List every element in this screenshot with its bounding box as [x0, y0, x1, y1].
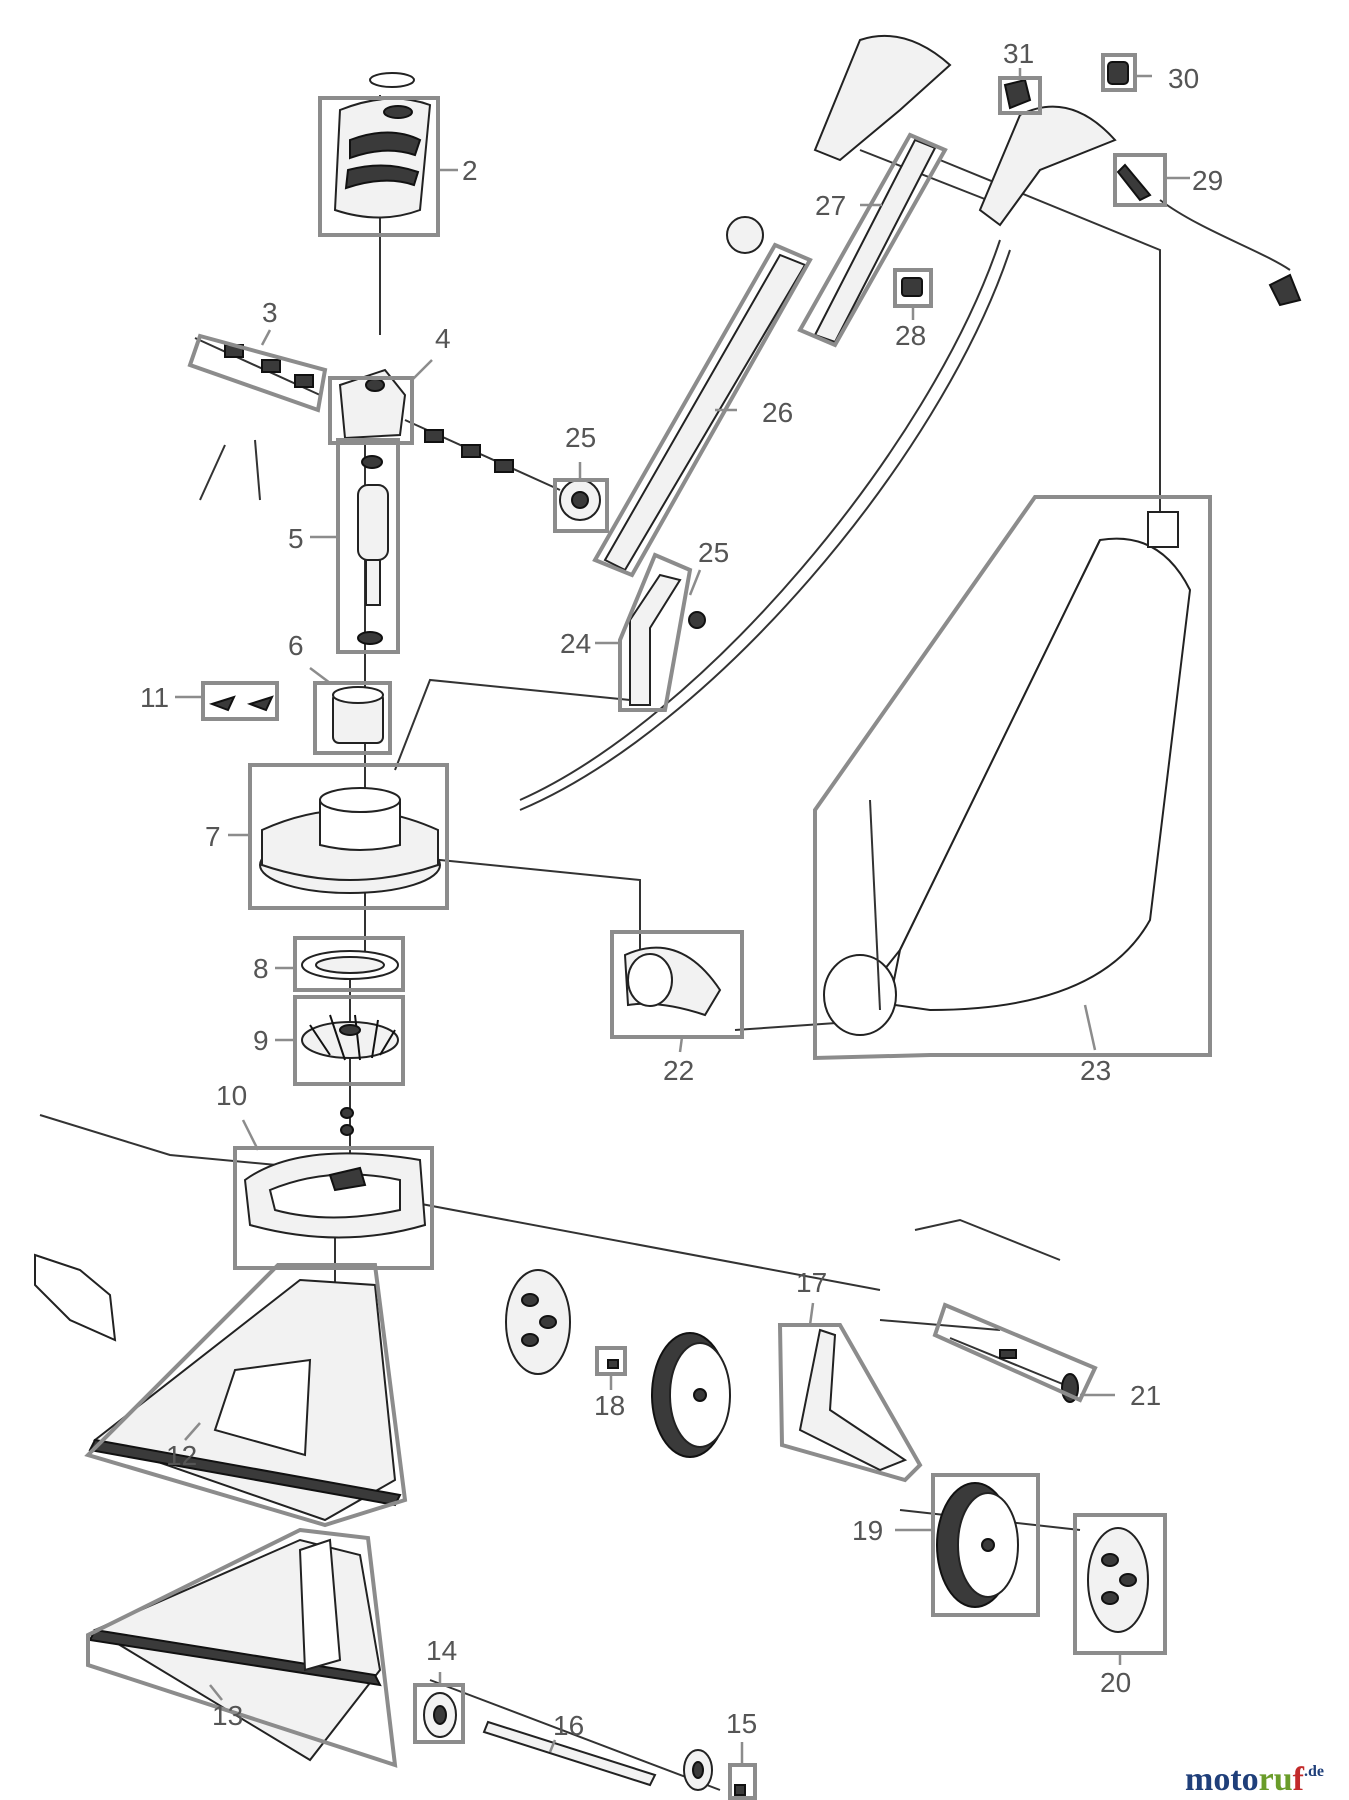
callout-box-29: [1113, 153, 1167, 207]
callout-box-24: [618, 552, 693, 712]
callout-box-2: [318, 96, 440, 237]
part-11-clips: [208, 695, 274, 712]
label-27: 27: [815, 190, 846, 221]
part-25-knobs: [559, 479, 706, 629]
callout-box-3: [187, 333, 328, 413]
part-26-middle-tube: [603, 216, 807, 572]
label-23: 23: [1080, 1055, 1111, 1086]
label-13: 13: [212, 1700, 243, 1731]
label-3: 3: [262, 297, 278, 328]
label-12: 12: [166, 1440, 197, 1471]
callout-box-4: [328, 376, 414, 445]
label-30: 30: [1168, 63, 1199, 94]
callout-box-10: [233, 1146, 434, 1270]
svg-text:motoruf.de: motoruf.de: [1185, 1761, 1324, 1798]
callout-box-23: [813, 495, 1212, 1061]
callout-box-5: [336, 438, 400, 654]
callout-box-17: [777, 1323, 923, 1483]
callout-box-11: [201, 681, 279, 721]
watermark-tld: .de: [1304, 1763, 1324, 1780]
part-13-lower-frame: [88, 1538, 382, 1762]
part-6-sleeve: [332, 686, 384, 744]
part-18-wheel-cap: [505, 1269, 619, 1375]
label-19: 19: [852, 1515, 883, 1546]
label-28: 28: [895, 320, 926, 351]
part-17-bracket: [798, 1328, 908, 1472]
part-2-motor-cover: [333, 72, 432, 219]
label-31: 31: [1003, 38, 1034, 69]
part-10-lower-housing: [243, 1107, 427, 1239]
label-29: 29: [1192, 165, 1223, 196]
part-9-impeller: [301, 1014, 399, 1061]
part-4-switch-housing: [338, 368, 407, 440]
callout-box-30: [1101, 53, 1137, 92]
part-handle-grip: [813, 34, 1117, 227]
part-12-base-frame: [34, 1253, 402, 1522]
label-9: 9: [253, 1025, 269, 1056]
part-5-motor: [357, 455, 389, 645]
label-11: 11: [140, 682, 169, 713]
watermark-part-c: f: [1293, 1761, 1305, 1798]
part-28-clip: [901, 277, 923, 297]
part-30-switch-button: [1107, 61, 1129, 85]
leader-lines: [175, 68, 1190, 1765]
label-26: 26: [762, 397, 793, 428]
label-10: 10: [216, 1080, 247, 1111]
callout-box-8: [293, 936, 405, 992]
part-23-collection-bag: [823, 511, 1192, 1036]
label-15: 15: [726, 1708, 757, 1739]
callout-box-26: [592, 242, 813, 578]
callout-box-21: [932, 1302, 1098, 1403]
callout-box-22: [610, 930, 744, 1039]
connection-lines: [39, 95, 1291, 1791]
part-31-lever: [1003, 78, 1032, 110]
label-20: 20: [1100, 1667, 1131, 1698]
label-14: 14: [426, 1635, 457, 1666]
callout-box-27: [797, 132, 948, 348]
callout-box-12: [84, 1263, 408, 1528]
part-20-wheel-cap: [1087, 1527, 1149, 1633]
label-5: 5: [288, 523, 304, 554]
label-17: 17: [796, 1267, 827, 1298]
callout-box-13: [86, 1527, 398, 1768]
part-15-hub-nut: [683, 1749, 746, 1796]
part-7-upper-housing: [259, 787, 441, 894]
watermark-part-a: moto: [1185, 1761, 1259, 1798]
callout-boxes: [84, 53, 1212, 1800]
watermark-part-b: ru: [1259, 1761, 1293, 1798]
callout-box-19: [931, 1473, 1040, 1617]
part-21-bolt: [949, 1337, 1079, 1403]
label-21: 21: [1130, 1380, 1161, 1411]
part-8-ring: [301, 950, 399, 980]
label-2: 2: [462, 155, 478, 186]
part-16-axle: [482, 1720, 657, 1787]
part-left-wheel: [651, 1332, 731, 1458]
label-25b: 25: [698, 537, 729, 568]
part-14-hub: [423, 1692, 457, 1738]
part-22-elbow: [623, 946, 722, 1017]
label-25a: 25: [565, 422, 596, 453]
part-19-right-wheel: [936, 1482, 1019, 1608]
label-6: 6: [288, 630, 304, 661]
label-4: 4: [435, 323, 451, 354]
part-29-cable: [1116, 163, 1302, 307]
callout-box-6: [313, 681, 392, 755]
label-8: 8: [253, 953, 269, 984]
label-18: 18: [594, 1390, 625, 1421]
part-labels: 2 3 4 5 6 7 8 9 10 11 12 13 14 15 16 17 …: [140, 38, 1223, 1741]
callout-box-7: [248, 763, 449, 910]
part-27-upper-tube: [813, 138, 937, 344]
part-24-lower-tube: [629, 573, 682, 706]
label-22: 22: [663, 1055, 694, 1086]
label-16: 16: [553, 1710, 584, 1741]
label-7: 7: [205, 821, 221, 852]
label-24: 24: [560, 628, 591, 659]
watermark-logo: motoruf.de: [1185, 1761, 1324, 1798]
